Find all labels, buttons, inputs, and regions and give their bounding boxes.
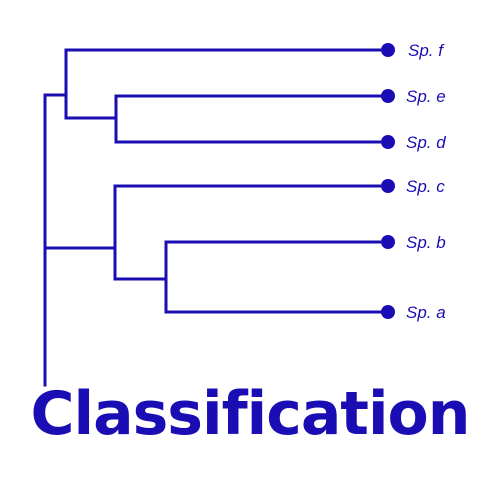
leaf-label-sp-b: Sp. b xyxy=(406,233,446,252)
leaf-labels: Sp. f Sp. e Sp. d Sp. c Sp. b Sp. a xyxy=(406,41,446,322)
leaf-label-sp-f: Sp. f xyxy=(408,41,445,60)
leaf-node-sp-c xyxy=(381,179,395,193)
leaf-node-sp-a xyxy=(381,305,395,319)
leaf-label-sp-c: Sp. c xyxy=(406,177,445,196)
leaf-node-sp-e xyxy=(381,89,395,103)
branch-lines xyxy=(43,48,390,387)
leaf-node-sp-b xyxy=(381,235,395,249)
leaf-nodes xyxy=(381,43,395,319)
page-title: Classification xyxy=(30,379,471,449)
leaf-label-sp-d: Sp. d xyxy=(406,133,446,152)
leaf-label-sp-e: Sp. e xyxy=(406,87,446,106)
leaf-label-sp-a: Sp. a xyxy=(406,303,446,322)
leaf-node-sp-f xyxy=(381,43,395,57)
leaf-node-sp-d xyxy=(381,135,395,149)
